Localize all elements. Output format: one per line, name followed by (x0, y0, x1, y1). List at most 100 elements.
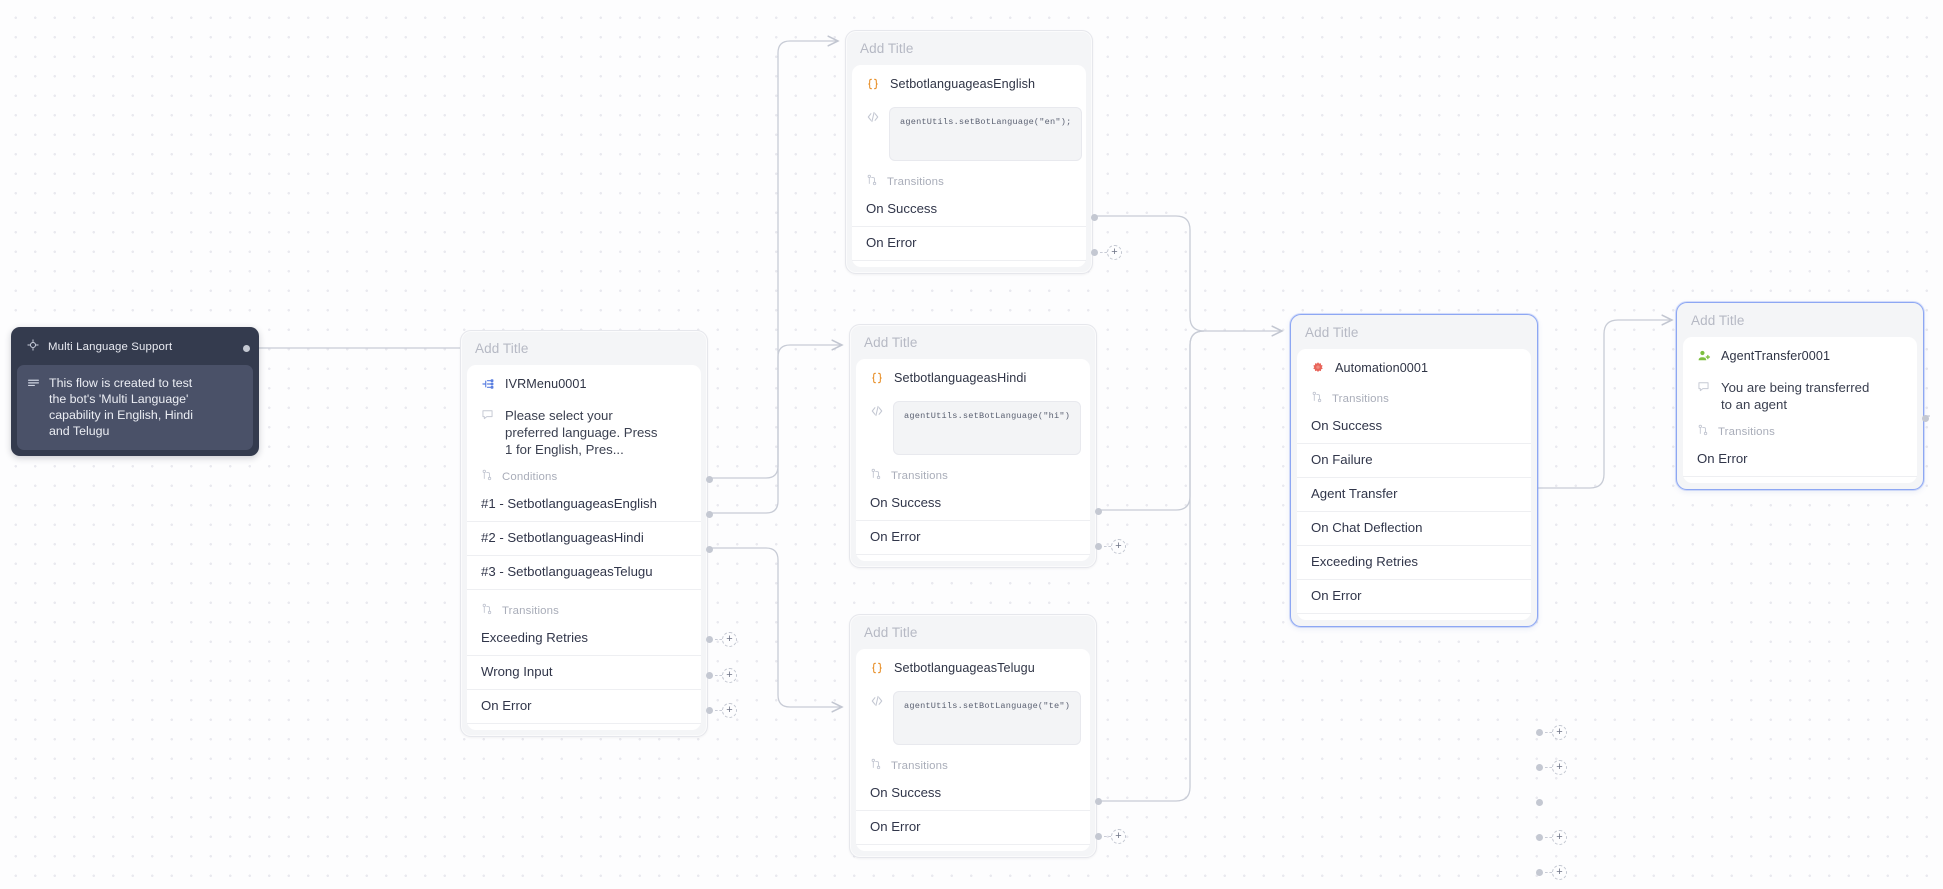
port-connector-dash (1545, 767, 1552, 768)
transition-port-3[interactable] (706, 707, 713, 714)
edge-automation-to-agenttransfer (1538, 320, 1672, 489)
condition-item[interactable]: #1 - SetbotlanguageasEnglish (467, 488, 701, 522)
transition-item[interactable]: On Success (856, 487, 1090, 521)
add-node-button[interactable] (1552, 830, 1567, 845)
note-header: Multi Language Support (17, 333, 253, 365)
node-name: Automation0001 (1335, 361, 1429, 375)
transition-item[interactable]: On Chat Deflection (1297, 512, 1531, 546)
transition-item[interactable]: On Error (467, 690, 701, 724)
note-lines-icon (27, 377, 40, 439)
code-editor[interactable]: agentUtils.setBotLanguage("hi") (893, 401, 1082, 455)
condition-port-1[interactable] (706, 476, 713, 483)
port-connector-dash (1104, 546, 1111, 547)
node-agenttransfer0001[interactable]: Add Title AgentTransfer0001 You are bein… (1676, 302, 1929, 490)
node-title[interactable]: Add Title (1691, 313, 1745, 328)
transition-port-onerror[interactable] (1922, 415, 1929, 422)
transition-port-onsuccess[interactable] (1536, 729, 1543, 736)
transition-port-onerror[interactable] (1095, 543, 1102, 550)
transition-port-onsuccess[interactable] (1095, 798, 1102, 805)
transition-port-onerror[interactable] (1091, 249, 1098, 256)
prompt-text: Please select your preferred language. P… (505, 408, 658, 457)
note-output-port[interactable] (243, 345, 250, 352)
node-setbotlanguageasenglish[interactable]: Add Title SetbotlanguageasEnglish agentU… (845, 30, 1122, 274)
transition-item[interactable]: On Success (856, 777, 1090, 811)
add-node-button[interactable] (1552, 760, 1567, 775)
transition-port-1[interactable] (706, 636, 713, 643)
sticky-note[interactable]: Multi Language Support This flow is crea… (11, 327, 259, 456)
code-editor[interactable]: agentUtils.setBotLanguage("te") (893, 691, 1082, 745)
transition-port-onsuccess[interactable] (1091, 214, 1098, 221)
transitions-header: Transitions (1683, 424, 1917, 439)
edge-english-to-automation (1092, 215, 1282, 331)
transition-port-onerror[interactable] (1095, 833, 1102, 840)
add-node-button[interactable] (722, 632, 737, 647)
node-header-row: SetbotlanguageasTelugu (856, 660, 1090, 680)
transition-item[interactable]: Exceeding Retries (1297, 546, 1531, 580)
condition-item[interactable]: #2 - SetbotlanguageasHindi (467, 522, 701, 556)
condition-item[interactable]: #3 - SetbotlanguageasTelugu (467, 556, 701, 590)
transition-item[interactable]: On Error (856, 811, 1090, 845)
transition-port-2[interactable] (706, 672, 713, 679)
prompt-text: You are being transferred to an agent (1721, 380, 1870, 412)
transition-port-onchatdeflection[interactable] (1536, 834, 1543, 841)
add-node-button[interactable] (722, 703, 737, 718)
settings-circle-icon (27, 338, 39, 356)
node-ivrmenu0001[interactable]: Add Title IVRMenu0001 Please select your… (460, 330, 737, 737)
edge-ivr-to-telugu (709, 547, 842, 707)
conditions-header: Conditions (467, 469, 701, 484)
add-node-button[interactable] (1111, 829, 1126, 844)
node-header-row: Automation0001 (1297, 360, 1531, 380)
node-setbotlanguageashindi[interactable]: Add Title SetbotlanguageasHindi agentUti… (849, 324, 1126, 568)
transition-port-onfailure[interactable] (1536, 764, 1543, 771)
transitions-header: Transitions (852, 174, 1086, 189)
transition-port-onsuccess[interactable] (1095, 508, 1102, 515)
node-title[interactable]: Add Title (860, 41, 914, 56)
add-node-button[interactable] (1107, 245, 1122, 260)
transition-item[interactable]: On Success (852, 193, 1086, 227)
node-title[interactable]: Add Title (1305, 325, 1359, 340)
add-node-button[interactable] (1111, 539, 1126, 554)
add-node-button[interactable] (722, 668, 737, 683)
add-node-button[interactable] (1552, 725, 1567, 740)
transitions-label: Transitions (1718, 425, 1775, 438)
transition-item[interactable]: On Error (856, 521, 1090, 555)
add-node-button[interactable] (1552, 865, 1567, 880)
conditions-label: Conditions (502, 470, 558, 483)
transition-port-exceedingretries[interactable] (1536, 869, 1543, 876)
note-body[interactable]: This flow is created to test the bot's '… (17, 365, 253, 450)
transition-item[interactable]: Exceeding Retries (467, 622, 701, 656)
note-title: Multi Language Support (48, 341, 173, 353)
transition-item[interactable]: Agent Transfer (1297, 478, 1531, 512)
node-title[interactable]: Add Title (864, 335, 918, 350)
node-name: SetbotlanguageasHindi (894, 371, 1027, 385)
transition-item[interactable]: On Success (1297, 410, 1531, 444)
node-title[interactable]: Add Title (475, 341, 529, 356)
code-tag-icon (870, 404, 884, 455)
node-name: SetbotlanguageasEnglish (890, 77, 1036, 91)
node-name: SetbotlanguageasTelugu (894, 661, 1035, 675)
transition-item[interactable]: On Error (852, 227, 1086, 261)
node-automation0001[interactable]: Add Title Automation0001 Transitions On … (1290, 314, 1567, 880)
node-header-row: SetbotlanguageasEnglish (852, 76, 1086, 96)
node-title[interactable]: Add Title (864, 625, 918, 640)
transition-item[interactable]: On Failure (1297, 444, 1531, 478)
transition-item[interactable]: Wrong Input (467, 656, 701, 690)
ivr-menu-icon (481, 377, 496, 396)
transition-item[interactable]: On Error (1683, 443, 1917, 477)
port-connector-dash (1100, 252, 1107, 253)
agent-transfer-icon (1697, 349, 1712, 368)
transitions-label: Transitions (891, 469, 948, 482)
code-tag-icon (870, 694, 884, 745)
code-editor[interactable]: agentUtils.setBotLanguage("en"); (889, 107, 1083, 161)
port-connector-dash (1545, 872, 1552, 873)
prompt-row: Please select your preferred language. P… (467, 407, 701, 458)
edge-telugu-to-automation (1096, 330, 1205, 802)
node-setbotlanguageastelugu[interactable]: Add Title SetbotlanguageasTelugu agentUt… (849, 614, 1126, 858)
branch-icon (1697, 424, 1709, 439)
transition-item[interactable]: On Error (1297, 580, 1531, 614)
condition-port-3[interactable] (706, 546, 713, 553)
message-bubble-icon (481, 408, 496, 426)
condition-port-2[interactable] (706, 511, 713, 518)
transition-port-agenttransfer[interactable] (1536, 799, 1543, 806)
